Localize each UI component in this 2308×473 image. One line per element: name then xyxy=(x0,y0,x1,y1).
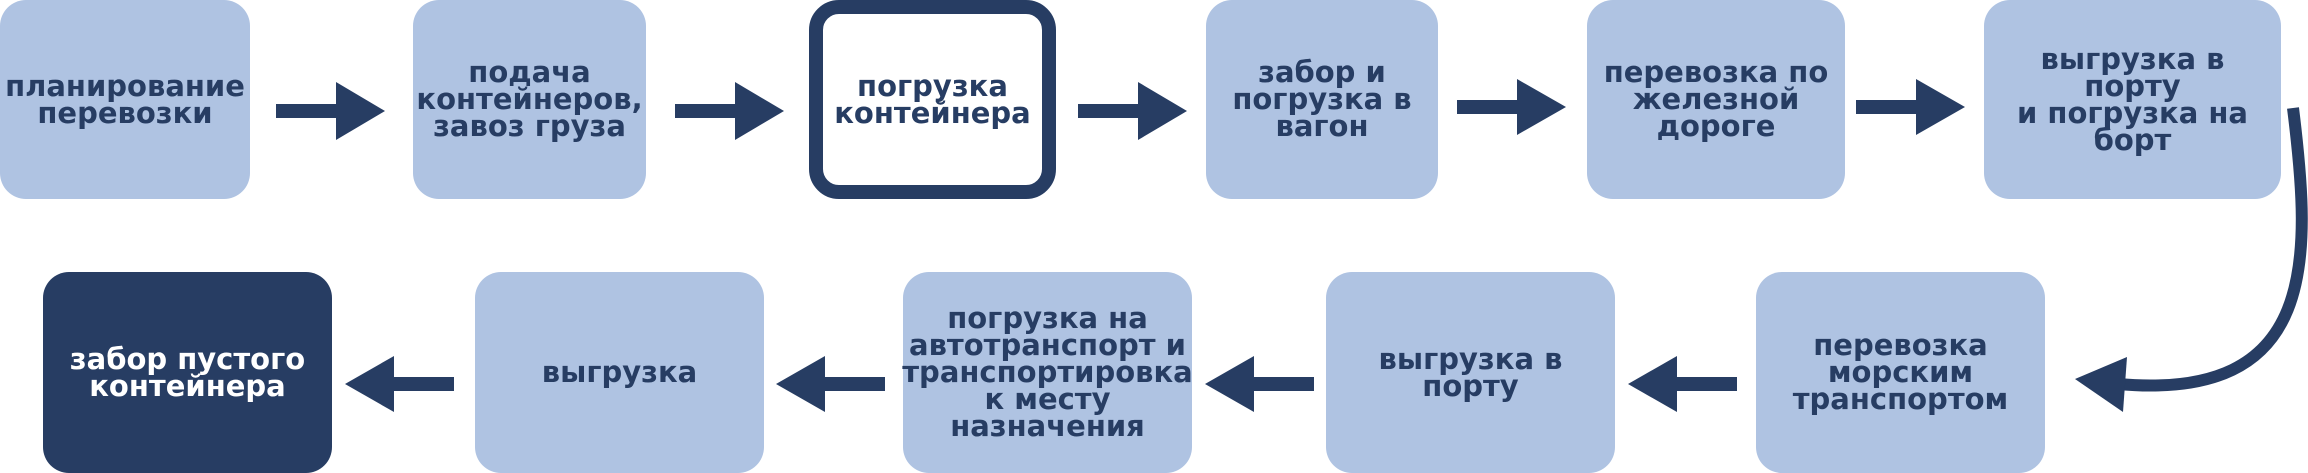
arrow-right-icon xyxy=(276,82,385,140)
step-label: выгрузка в порту и погрузка на борт xyxy=(2017,41,2248,157)
step-truck-loading-delivery: погрузка на автотранспорт и транспортиро… xyxy=(902,272,1193,473)
step-label: выгрузка xyxy=(541,355,698,389)
step-port-unloading: выгрузка в порту xyxy=(1326,272,1615,473)
step-label: подача контейнеров, завоз груза xyxy=(416,55,643,143)
step-label: забор и погрузка в вагон xyxy=(1232,55,1412,143)
arrow-left-icon xyxy=(345,356,454,412)
arrow-left-icon xyxy=(1205,356,1314,412)
step-label: выгрузка в порту xyxy=(1378,341,1563,403)
step-label: погрузка контейнера xyxy=(834,68,1031,130)
step-label: забор пустого контейнера xyxy=(69,341,306,403)
arrow-right-icon xyxy=(1078,82,1187,140)
step-rail-transport: перевозка по железной дороге xyxy=(1587,0,1845,199)
step-container-loading: погрузка контейнера xyxy=(809,0,1056,199)
step-label: перевозка морским транспортом xyxy=(1792,328,2009,416)
arrow-left-icon xyxy=(776,356,885,412)
step-container-delivery: подача контейнеров, завоз груза xyxy=(413,0,646,199)
arrow-right-icon xyxy=(675,82,784,140)
step-empty-container-pickup: забор пустого контейнера xyxy=(43,272,332,473)
step-unloading: выгрузка xyxy=(475,272,764,473)
arrow-left-icon xyxy=(1628,356,1737,412)
step-label: погрузка на автотранспорт и транспортиро… xyxy=(902,301,1193,443)
step-transport-planning: планирование перевозки xyxy=(0,0,250,199)
curved-arrow-icon xyxy=(2075,107,2308,412)
step-label: перевозка по железной дороге xyxy=(1603,55,1829,143)
arrow-right-icon xyxy=(1457,79,1566,135)
step-pickup-wagon-loading: забор и погрузка в вагон xyxy=(1206,0,1438,199)
step-label: планирование перевозки xyxy=(5,68,245,130)
step-port-unloading-boarding: выгрузка в порту и погрузка на борт xyxy=(1984,0,2281,199)
step-sea-transport: перевозка морским транспортом xyxy=(1756,272,2045,473)
arrow-right-icon xyxy=(1856,79,1965,135)
